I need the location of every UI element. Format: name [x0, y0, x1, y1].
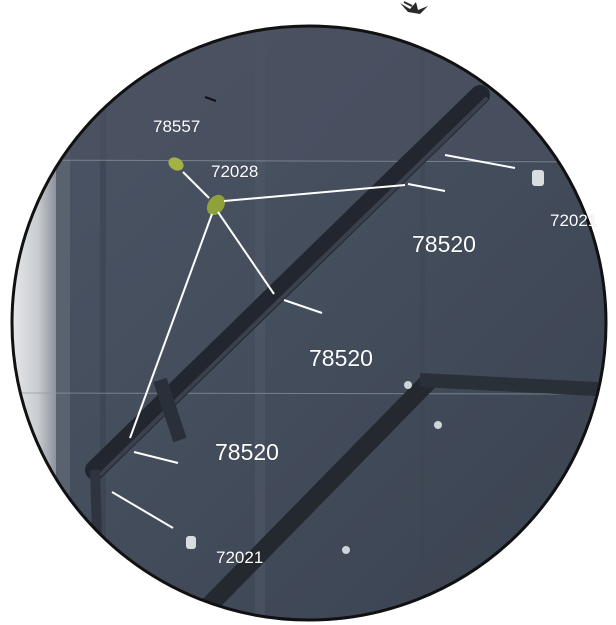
label-78520-upper: 78520 — [412, 231, 476, 257]
label-78557: 78557 — [153, 117, 201, 136]
label-78520-lower: 78520 — [215, 439, 279, 465]
marker-dot-72021-right — [532, 170, 544, 186]
lens-border — [10, 24, 608, 622]
marker-dot-small-a — [404, 381, 412, 389]
marker-dot-72028 — [206, 194, 226, 216]
marker-dot-small-c — [342, 546, 350, 554]
dove-icon — [400, 1, 428, 14]
label-78520-middle: 78520 — [309, 345, 373, 371]
marker-dot-small-b — [434, 421, 442, 429]
marker-dot-78557 — [168, 157, 184, 171]
label-72021-right: 72021 — [550, 211, 598, 230]
marker-dot-72021-bottom — [186, 536, 196, 549]
leader-lines — [111, 154, 516, 529]
label-72021-bottom: 72021 — [216, 548, 264, 567]
label-72028: 72028 — [211, 162, 259, 181]
